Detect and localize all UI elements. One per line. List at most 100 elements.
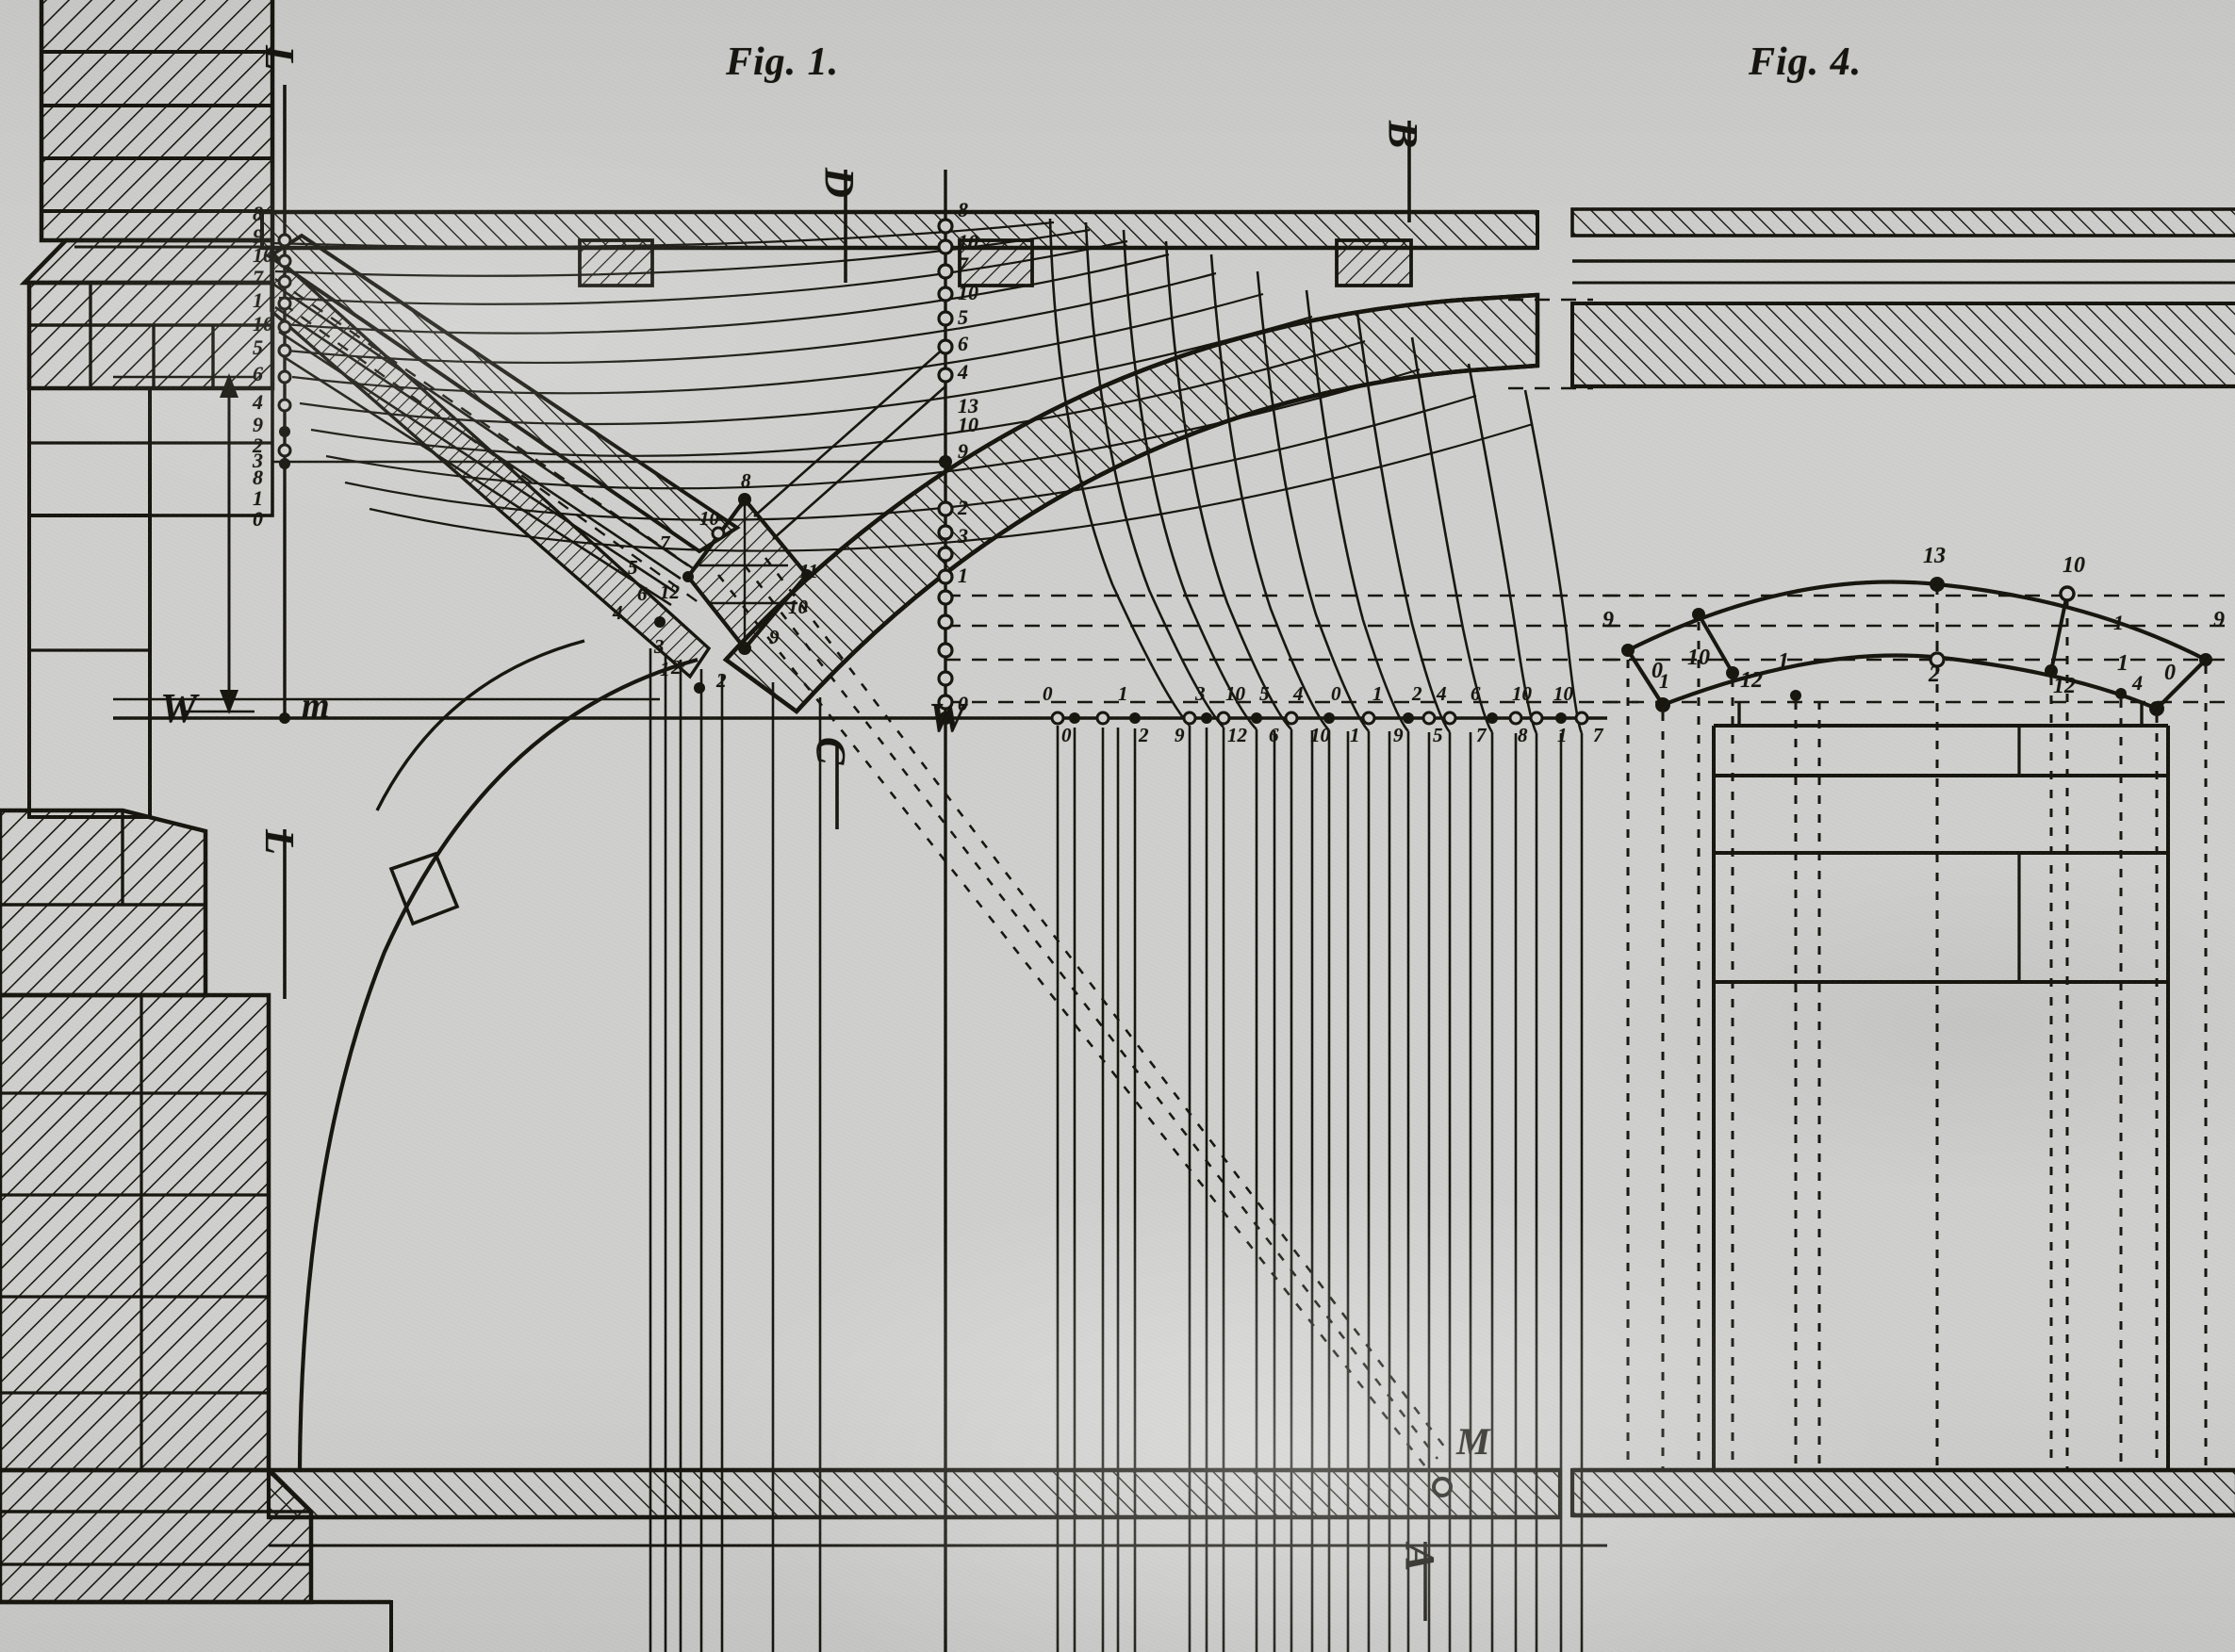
section-mark-C: C: [808, 737, 854, 765]
haunch-wedge: [270, 249, 712, 679]
bottom-scale-upper-11: 10: [1512, 682, 1532, 705]
left-scale-number-3: 7: [253, 266, 263, 289]
bottom-scale-lower-0: 0: [1061, 724, 1072, 746]
fig4-arch-extra-number-0: 1: [2113, 611, 2124, 634]
lozenge-number-0: 8: [741, 469, 751, 492]
section-mark-L-top: L: [256, 45, 303, 71]
center-scale-number-13: 0: [958, 692, 968, 715]
left-scale-number-11: 3: [253, 449, 263, 472]
center-scale-number-12: 1: [958, 564, 968, 587]
lozenge-number-10: 11: [799, 560, 818, 582]
bottom-scale-upper-5: 4: [1293, 682, 1304, 705]
lozenge-number-9: 10: [788, 596, 808, 618]
section-mark-D: D: [816, 168, 863, 198]
fig4-arch-upper-number-0: 9: [1602, 608, 1614, 632]
voussoir-curve-family: [1048, 218, 1584, 734]
bottom-scale-upper-6: 0: [1331, 682, 1341, 705]
fig4-vertical-projectors: [1626, 599, 2208, 1470]
bottom-scale-upper-10: 6: [1471, 682, 1481, 705]
bottom-scale-lower-7: 9: [1393, 724, 1404, 746]
left-pier-masonry: [0, 0, 393, 1652]
bottom-scale-lower-9: 7: [1476, 724, 1487, 746]
fig4-arch-ring: [1621, 577, 2212, 716]
fig4-arch-lower-number-3: 2: [1929, 662, 1940, 687]
left-scale-number-13: 1: [253, 486, 263, 510]
bottom-scale-lower-11: 1: [1557, 724, 1568, 746]
bottom-scale-lower-1: 2: [1139, 724, 1149, 746]
bottom-scale-ticks: [1050, 711, 1589, 726]
label-m-point: m: [302, 686, 330, 726]
lozenge-number-12: 2: [716, 669, 727, 692]
fig1-vault-band: [722, 292, 1540, 715]
center-scale-number-1: 10: [958, 230, 978, 254]
left-scale-number-8: 4: [253, 390, 263, 414]
bottom-scale-lower-8: 5: [1433, 724, 1443, 746]
left-scale-ticks: [277, 222, 292, 718]
bottom-scale-lower-2: 9: [1175, 724, 1185, 746]
bottom-scale-upper-7: 1: [1372, 682, 1383, 705]
bottom-scale-lower-12: 7: [1593, 724, 1603, 746]
bottom-scale-lower-6: 1: [1350, 724, 1360, 746]
center-scale-number-8: 10: [958, 413, 978, 436]
center-scale-number-11: 3: [958, 524, 968, 548]
left-scale-number-1: 9: [253, 224, 263, 248]
left-scale-number-14: 0: [253, 507, 263, 531]
label-W-center: W: [929, 695, 966, 741]
soffit-great-arc: [297, 639, 698, 1471]
bottom-scale-lower-10: 8: [1518, 724, 1528, 746]
diagonal-rib-lines: [753, 346, 946, 540]
bottom-scale-upper-12: 10: [1553, 682, 1573, 705]
center-scale-number-7: 13: [958, 394, 978, 417]
center-scale-number-2: 7: [958, 253, 968, 276]
center-scale-number-4: 5: [958, 305, 968, 329]
bottom-scale-upper-4: 5: [1259, 682, 1270, 705]
left-scale-number-0: 8: [253, 202, 263, 225]
center-scale-number-6: 4: [958, 360, 968, 384]
fig4-arch-lower-number-1: 1: [1778, 649, 1789, 674]
fig4-arch-lower-number-2: 12: [1740, 668, 1763, 693]
fig4-arch-extra-number-2: 4: [2132, 671, 2143, 695]
fig4-arch-lower-number-5: 1: [2117, 651, 2128, 676]
lozenge-number-5: 4: [613, 601, 623, 624]
lozenge-number-13: 12: [660, 581, 680, 603]
fig4-arch-lower-number-4: 12: [2053, 674, 2076, 698]
center-scale-number-9: 9: [958, 439, 968, 463]
point-M-marker: [1432, 1477, 1453, 1497]
section-mark-L-bottom: L: [256, 829, 303, 855]
left-scale-number-10: 2: [253, 433, 263, 457]
bottom-scale-upper-2: 3: [1195, 682, 1206, 705]
bottom-scale-upper-9: 4: [1437, 682, 1447, 705]
left-scale-number-6: 5: [253, 335, 263, 359]
left-scale-number-2: 10: [253, 243, 273, 267]
bottom-scale-upper-3: 10: [1225, 682, 1245, 705]
lozenge-node-dots: [654, 493, 813, 694]
fig4-arch-extra-number-1: 1: [1659, 669, 1669, 693]
center-scale-number-3: 10: [958, 281, 978, 304]
lozenge-number-4: 6: [637, 582, 648, 605]
section-mark-A: A: [1397, 1544, 1443, 1572]
fig1-base-reference-lines: [113, 460, 1607, 720]
label-W-left: W: [160, 685, 198, 731]
left-scale-number-4: 1: [253, 288, 263, 312]
center-scale-number-10: 2: [958, 496, 968, 519]
left-scale-number-9: 9: [253, 413, 263, 436]
fig4-arch-upper-number-4: 9: [2213, 608, 2225, 632]
fig4-upper-bands: [1570, 207, 2235, 389]
fig4-arch-lower-number-6: 0: [2164, 661, 2176, 685]
bottom-scale-upper-8: 2: [1412, 682, 1422, 705]
bottom-scale-upper-1: 1: [1118, 682, 1128, 705]
horizontal-projectors: [945, 298, 1638, 704]
center-scale-number-0: 8: [958, 198, 968, 221]
left-scale-number-12: 8: [253, 466, 263, 489]
center-scale-number-5: 6: [958, 332, 968, 355]
fig4-lower-plinth: [1569, 1467, 2235, 1518]
lozenge-number-2: 7: [660, 532, 670, 554]
left-scale-number-7: 6: [253, 362, 263, 385]
lozenge-number-8: 9: [769, 626, 780, 648]
section-mark-leaders: [283, 85, 1427, 1621]
w-dimension-arrows: [113, 373, 255, 714]
fig1-top-entablature: [260, 209, 1539, 287]
fig4-title: Fig. 4.: [1749, 41, 1863, 84]
fig4-arch-upper-number-1: 10: [1687, 646, 1710, 670]
